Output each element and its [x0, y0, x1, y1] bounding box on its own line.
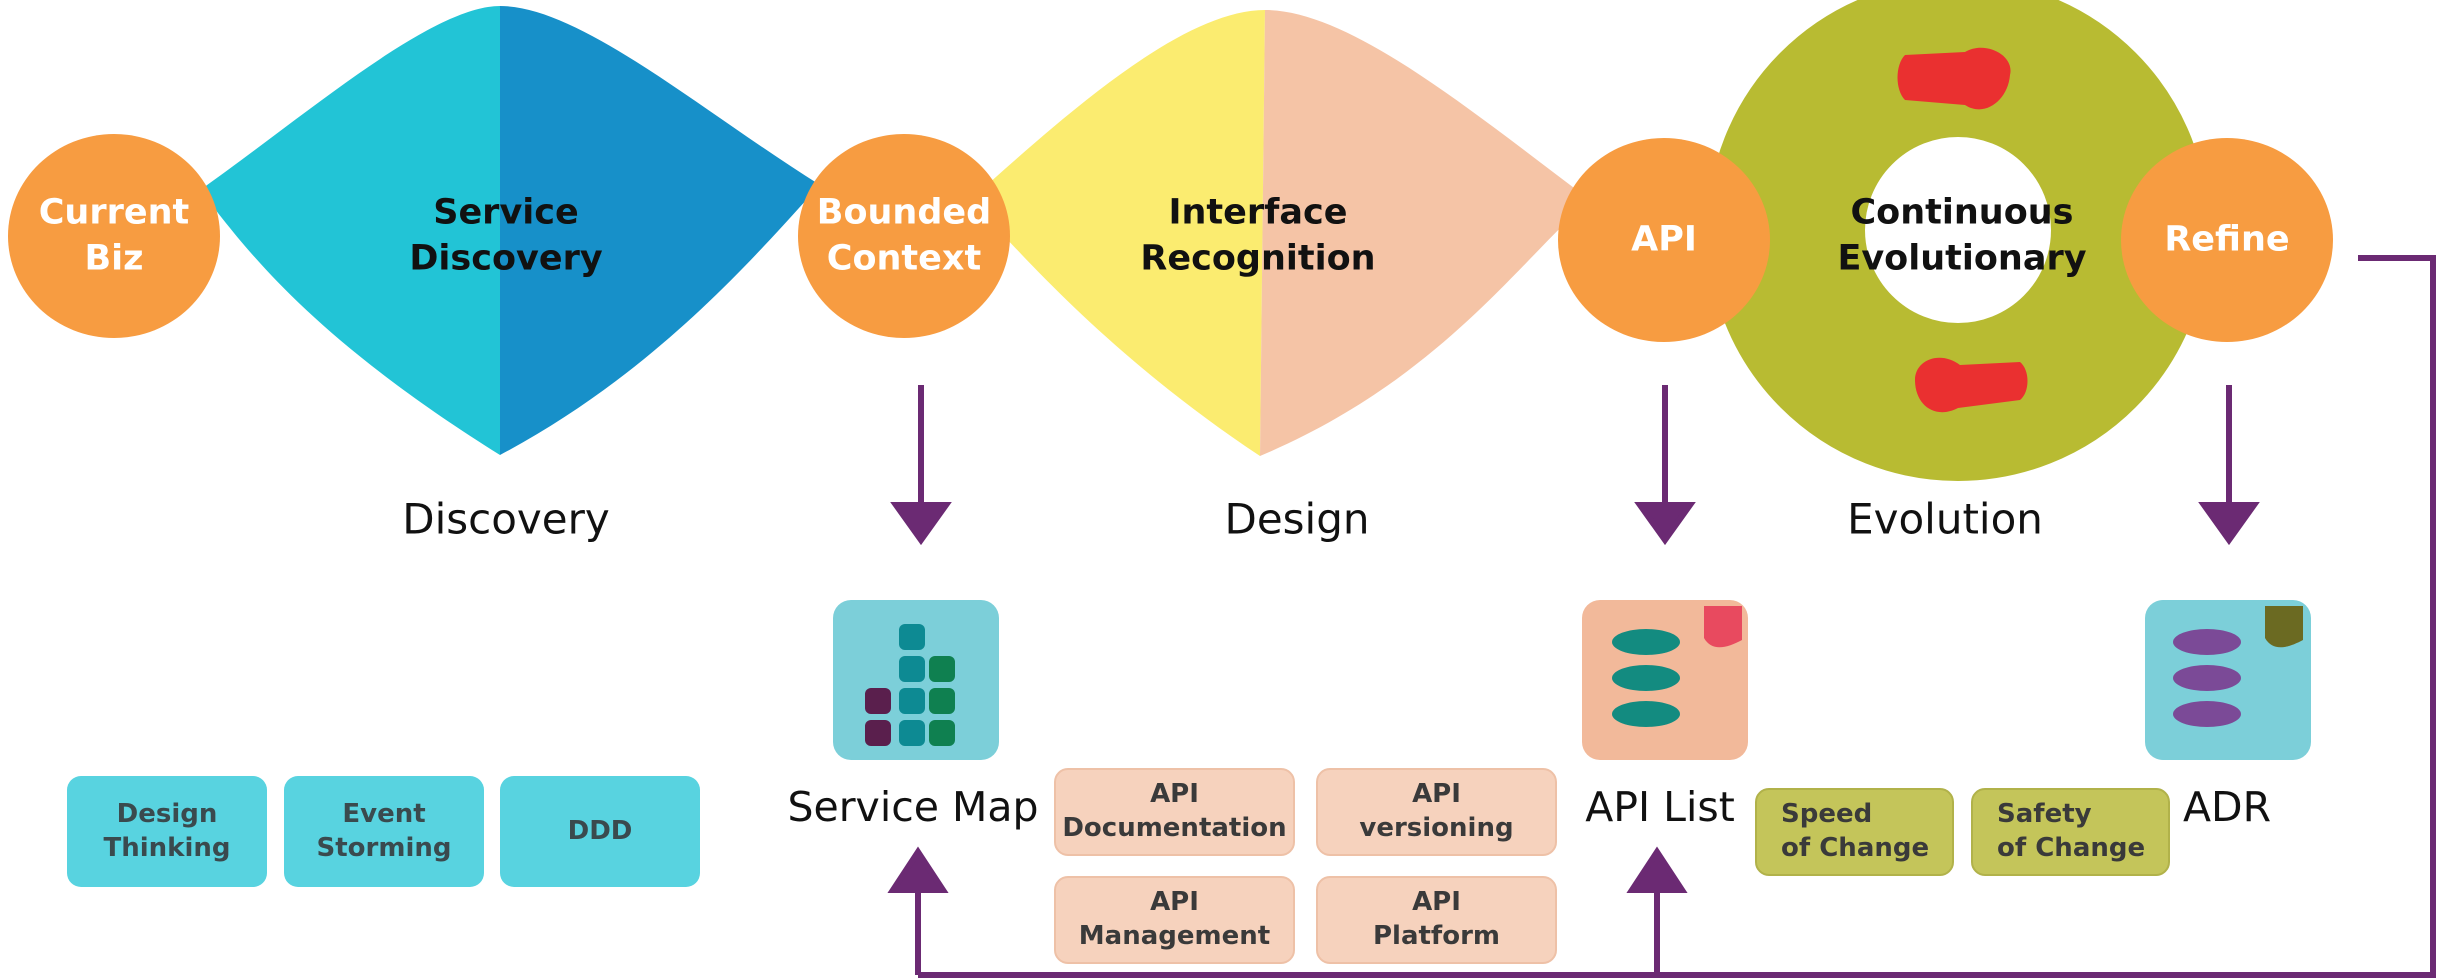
interface-recognition-left-half — [970, 10, 1265, 456]
tag-event-storming: Event Storming — [284, 776, 484, 887]
up-arrow-service-map — [887, 846, 949, 975]
phase-evolution: Evolution — [1847, 494, 2043, 544]
service-discovery-label: Service Discovery — [409, 192, 603, 279]
refine-node — [2121, 138, 2333, 342]
continuous-evolutionary-label: Continuous Evolutionary — [1837, 192, 2087, 279]
api-list-icon — [1582, 600, 1748, 760]
bounded-context-label: Bounded Context — [816, 192, 992, 279]
tag-safety-of-change: Safety of Change — [1971, 788, 2170, 876]
tag-speed-of-change: Speed of Change — [1755, 788, 1954, 876]
down-arrow-bounded-context — [890, 385, 952, 546]
down-arrow-api — [1634, 385, 1696, 546]
phase-design: Design — [1224, 494, 1370, 544]
interface-recognition-right-half — [1260, 10, 1590, 456]
service-discovery-left-half — [200, 6, 500, 455]
tag-ddd: DDD — [500, 776, 700, 887]
service-map-label: Service Map — [787, 783, 1039, 831]
evolution-arrow-bottom — [1915, 357, 2028, 413]
tag-api-management: API Management — [1054, 876, 1295, 964]
bounded-context-node — [798, 134, 1010, 338]
evolution-arrow-top — [1897, 47, 2011, 110]
interface-recognition-label: Interface Recognition — [1140, 192, 1376, 279]
tag-api-documentation: API Documentation — [1054, 768, 1295, 856]
service-map-icon — [833, 600, 999, 760]
refine-label: Refine — [2164, 219, 2290, 260]
api-node — [1558, 138, 1770, 342]
phase-discovery: Discovery — [402, 494, 610, 544]
tag-api-versioning: API versioning — [1316, 768, 1557, 856]
current-biz-label: Current Biz — [38, 192, 190, 279]
tag-api-platform: API Platform — [1316, 876, 1557, 964]
adr-icon — [2145, 600, 2311, 760]
adr-label: ADR — [2182, 783, 2272, 831]
api-list-label: API List — [1585, 783, 1735, 831]
tag-design-thinking: Design Thinking — [67, 776, 267, 887]
up-arrow-api-list — [1626, 846, 1688, 975]
api-label: API — [1631, 219, 1697, 260]
down-arrow-refine — [2198, 385, 2260, 546]
feedback-loop-line — [918, 255, 2436, 978]
current-biz-node — [8, 134, 220, 338]
service-discovery-right-half — [500, 6, 820, 455]
